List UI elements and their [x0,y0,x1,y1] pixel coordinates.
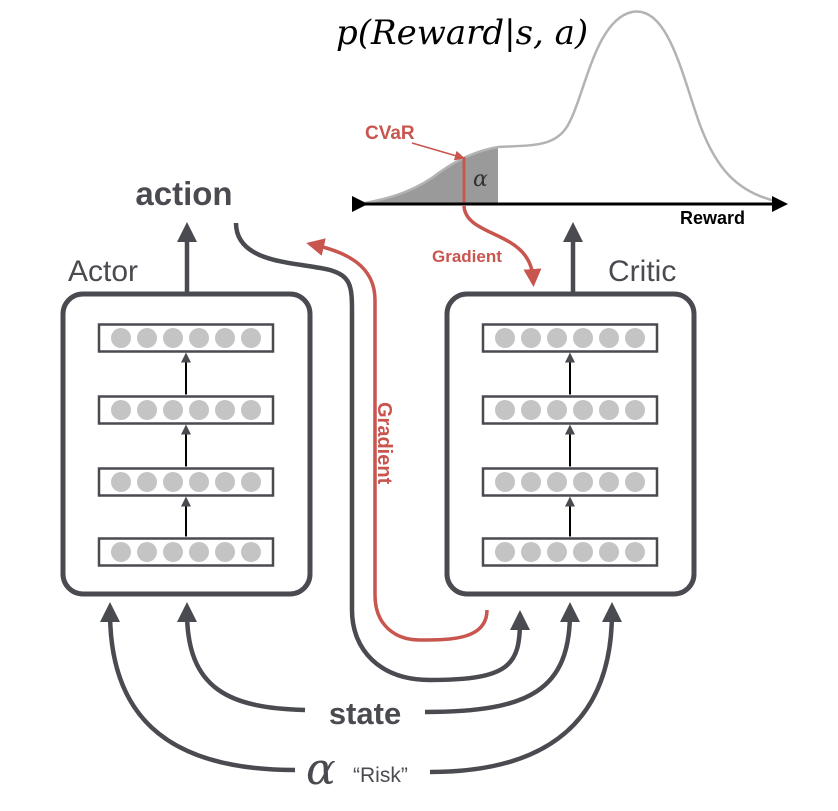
actor-neuron [215,472,235,492]
actor-neuron [163,542,183,562]
actor-neuron [137,542,157,562]
actor-gradient-label: Gradient [373,402,395,485]
state-label: state [329,696,401,731]
actor-neuron [111,400,131,420]
actor-neuron [163,400,183,420]
state-to-critic-arrow [424,602,580,715]
critic-neuron [625,328,645,348]
actor-layers [97,323,275,567]
risk-to-actor-arrow [100,602,296,773]
actor-neuron [215,542,235,562]
actor-neuron [241,542,261,562]
critic-neuron [495,472,515,492]
actor-gradient: Gradient [306,238,489,642]
critic-neuron [521,472,541,492]
actor-neuron [241,328,261,348]
critic-gradient: Gradient [432,205,542,287]
actor-neuron [111,542,131,562]
critic-neuron [573,400,593,420]
alpha-symbol: α [473,167,488,192]
critic-neuron [495,542,515,562]
actor-neuron [137,472,157,492]
critic-neuron [521,400,541,420]
actor-gradient-arrow [306,238,489,642]
critic-neuron [547,328,567,348]
distribution-title: p(Reward|s, a) [336,13,588,53]
critic-neuron [599,328,619,348]
reward-axis-label: Reward [680,208,745,228]
critic-gradient-label: Gradient [432,247,502,266]
cvar-label: CVaR [365,123,415,144]
critic-neuron [521,328,541,348]
actor-neuron [189,328,209,348]
actor-neuron [111,328,131,348]
actor-neuron [215,400,235,420]
action-label: action [135,175,232,212]
actor-neuron [215,328,235,348]
risk-inputs: α “Risk” [100,602,622,795]
critic-neuron [599,542,619,562]
action-to-critic-path [233,222,530,683]
risk-to-critic-arrow [429,602,622,775]
critic-neuron [599,472,619,492]
risk-label: “Risk” [353,764,408,787]
actor-neuron [163,328,183,348]
critic-neuron [573,472,593,492]
actor-title: Actor [68,255,138,288]
critic-neuron [573,328,593,348]
critic-neuron [547,472,567,492]
critic-title: Critic [608,255,676,288]
critic-neuron [495,328,515,348]
actor-neuron [241,472,261,492]
actor-neuron [189,472,209,492]
actor-neuron [111,472,131,492]
critic-gradient-arrow [462,205,542,287]
critic-network: Critic [444,255,697,597]
actor-neuron [241,400,261,420]
actor-neuron [137,400,157,420]
critic-neuron [625,542,645,562]
critic-neuron [547,542,567,562]
critic-neuron [599,400,619,420]
actor-neuron [189,400,209,420]
actor-network: Actor [60,255,313,597]
actor-neuron [189,542,209,562]
reward-density-curve [359,10,781,206]
critic-neuron [521,542,541,562]
state-to-actor-arrow [177,602,306,713]
actor-neuron [163,472,183,492]
critic-neuron [547,400,567,420]
risk-alpha-symbol: α [306,744,336,795]
critic-neuron [495,400,515,420]
actor-neuron [137,328,157,348]
critic-neuron [573,542,593,562]
critic-neuron [625,472,645,492]
state-inputs: state [177,602,580,731]
reward-distribution: Reward p(Reward|s, a) α CVaR [336,10,788,228]
cvar-pointer [411,142,465,161]
critic-layers [481,323,659,567]
critic-neuron [625,400,645,420]
